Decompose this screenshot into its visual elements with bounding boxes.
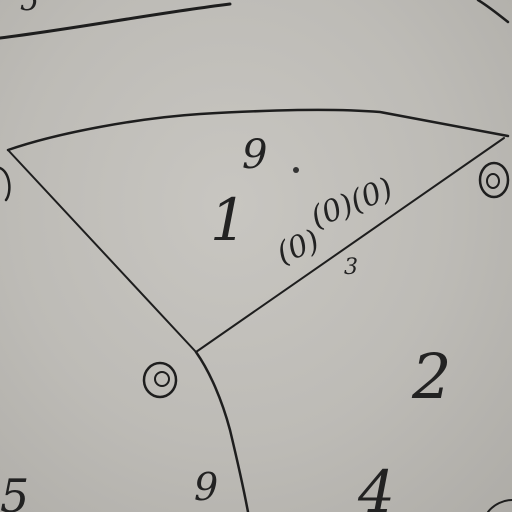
top-right-boundary-line — [476, 0, 510, 24]
ink-dot — [293, 167, 299, 173]
scribble-double-circles: (0)(0) — [306, 171, 398, 235]
lower-left-circle-mark — [142, 361, 178, 399]
lower-left-inner-circle — [154, 371, 170, 387]
right-edge-inner-circle — [486, 173, 500, 189]
scribble-small-3: 3 — [344, 255, 358, 280]
region-1-diagonal-edge — [195, 137, 505, 353]
region-label-2: 2 — [411, 340, 451, 413]
lower-boundary-line — [194, 350, 250, 512]
bottom-right-corner-mark — [487, 499, 512, 512]
right-edge-circle-mark — [478, 161, 510, 199]
region-label-1: 1 — [210, 186, 247, 254]
left-edge-circle-mark — [0, 166, 11, 202]
region-1-left-edge — [7, 149, 197, 353]
region-1-outline — [6, 108, 510, 152]
top-boundary-line — [0, 2, 232, 40]
region-label-5: 5 — [0, 469, 29, 512]
region-label-4: 4 — [357, 458, 395, 512]
scribble-nine-top: 9 — [242, 132, 267, 178]
scribble-top-corner-5: 5 — [20, 0, 39, 18]
scribble-nine-bottom: 9 — [194, 465, 218, 509]
